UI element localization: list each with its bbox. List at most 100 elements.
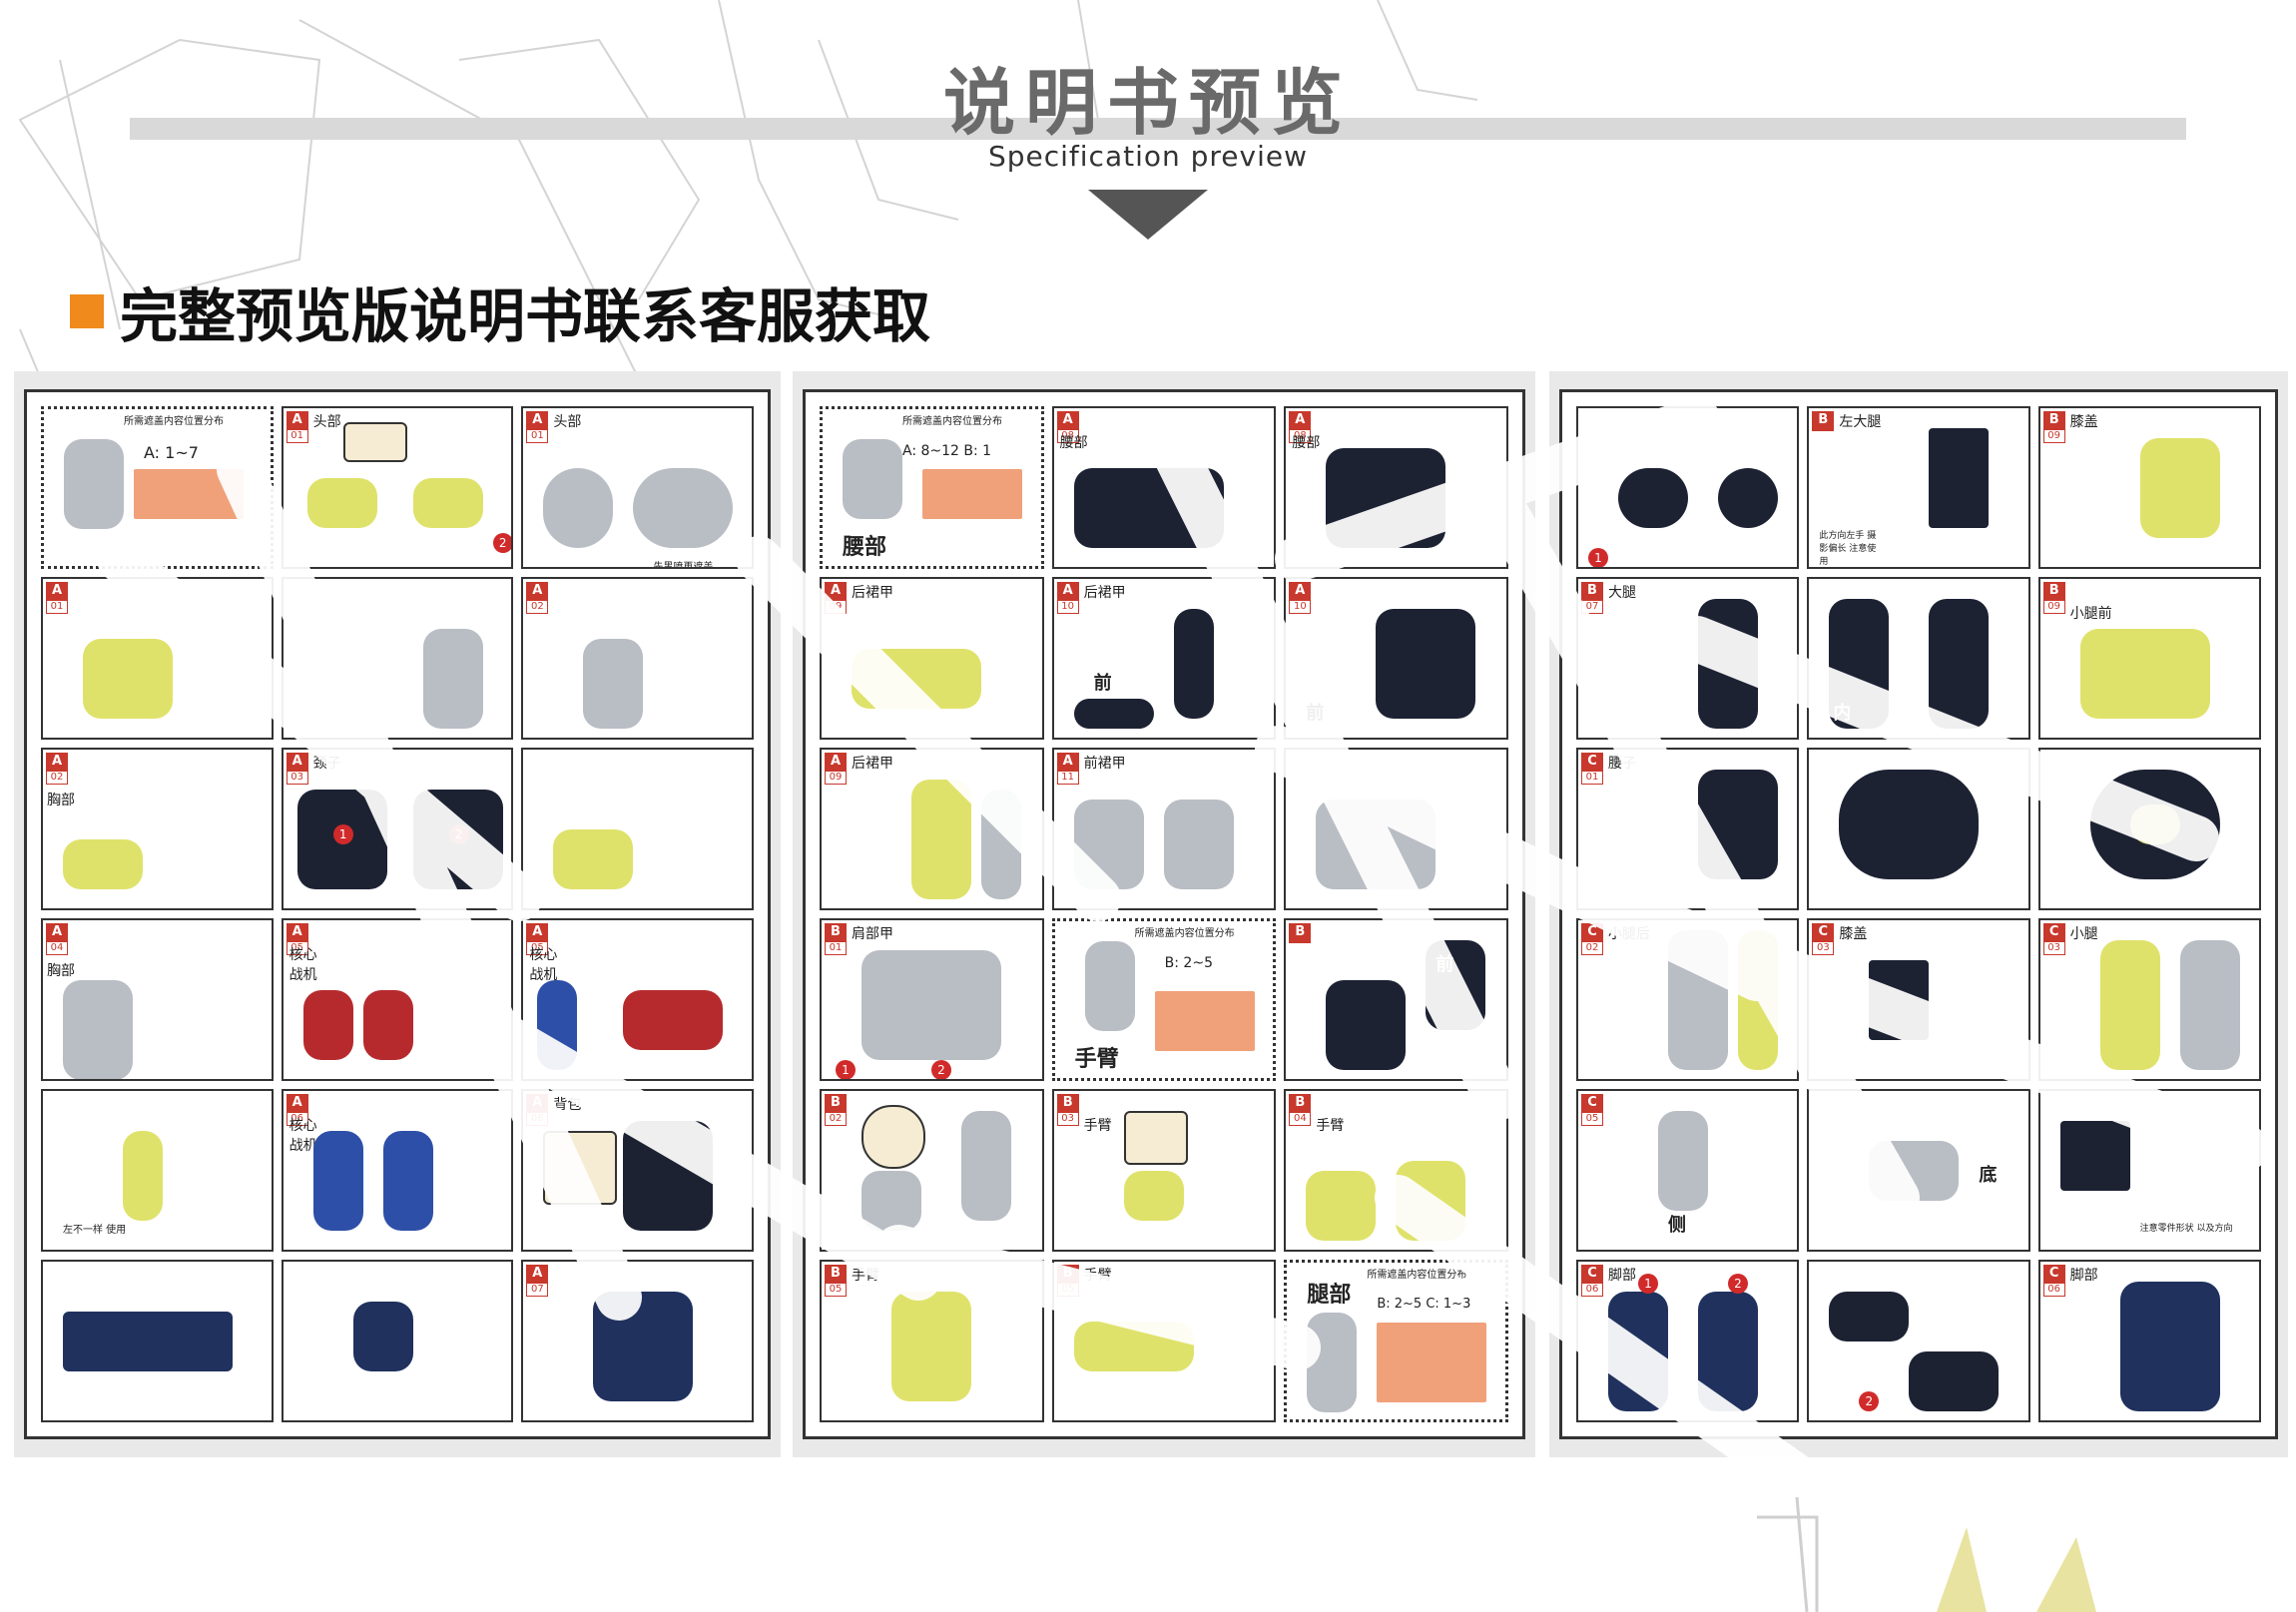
part bbox=[422, 629, 483, 729]
step-label: 所需遮盖内容位置分布 bbox=[1367, 1270, 1467, 1281]
orientation-mark: 底 bbox=[1979, 1165, 1998, 1186]
step-cell bbox=[521, 748, 754, 910]
step-cell bbox=[2037, 748, 2261, 910]
rear-skirt-part bbox=[852, 649, 981, 709]
part bbox=[1618, 468, 1688, 528]
contact-notice-text: 完整预览版说明书联系客服获取 bbox=[120, 282, 931, 350]
calf-part bbox=[1668, 930, 1728, 1070]
orange-square-icon bbox=[70, 294, 104, 328]
step-label: 小腿 bbox=[2069, 926, 2098, 942]
step-cell: 所需遮盖内容位置分布 B: 2~5 手臂 bbox=[1051, 918, 1277, 1081]
mech-figure bbox=[64, 439, 124, 529]
part bbox=[123, 1131, 163, 1221]
part bbox=[1073, 699, 1154, 729]
step-label: 手臂 bbox=[1083, 1118, 1112, 1134]
part bbox=[352, 1302, 413, 1371]
step-cell: 内 bbox=[1807, 577, 2030, 740]
front-skirt-part bbox=[1163, 800, 1234, 889]
step-label: 头部 bbox=[312, 414, 341, 430]
step-sub: A: 8~12 B: 1 bbox=[902, 443, 992, 459]
decal-sheet bbox=[861, 1105, 925, 1169]
orientation-mark: 侧 bbox=[1668, 1215, 1686, 1236]
face-part bbox=[83, 639, 173, 719]
orientation-mark: 前 bbox=[1306, 703, 1325, 724]
step-number-badge: 2 bbox=[1859, 1391, 1880, 1411]
step-tag: B bbox=[1289, 923, 1312, 943]
step-number-badge: 1 bbox=[1588, 548, 1608, 567]
mech-figure bbox=[843, 439, 902, 519]
waist-part bbox=[1073, 468, 1224, 548]
part bbox=[1326, 980, 1407, 1070]
backpack-part bbox=[623, 1121, 714, 1231]
chest-part bbox=[63, 980, 133, 1079]
part bbox=[1909, 1351, 2000, 1411]
step-label: 小腿后 bbox=[1608, 926, 1650, 942]
head-part bbox=[306, 478, 377, 528]
mech-figure bbox=[1307, 1313, 1358, 1412]
step-cell bbox=[281, 577, 514, 740]
step-cell bbox=[281, 1260, 514, 1422]
mask-layout-chart bbox=[1377, 1323, 1487, 1402]
step-label: 前裙甲 bbox=[1083, 756, 1126, 772]
arm-part bbox=[1396, 1161, 1466, 1241]
step-label: 后裙甲 bbox=[852, 756, 893, 772]
step-cell: 所需遮盖内容位置分布 A: 8~12 B: 1 腰部 bbox=[820, 406, 1044, 569]
mask-layout-chart bbox=[134, 469, 244, 519]
step-cell: 所需遮盖内容位置分布 B: 2~5 C: 1~3 腿部 bbox=[1284, 1260, 1508, 1422]
down-arrow-icon bbox=[1088, 190, 1208, 240]
step-number-badge: 2 bbox=[492, 533, 512, 553]
step-label: 膝盖 bbox=[2069, 414, 2098, 430]
arm-part bbox=[1123, 1171, 1184, 1221]
step-label: 手臂 bbox=[1083, 1268, 1112, 1284]
step-label: 肩部甲 bbox=[852, 926, 893, 942]
step-number-badge: 2 bbox=[1728, 1274, 1748, 1294]
mech-figure bbox=[1084, 941, 1135, 1031]
part bbox=[1658, 1111, 1708, 1211]
part bbox=[961, 1111, 1011, 1221]
helmet-part bbox=[543, 468, 614, 548]
step-note: 注意零件形状 以及方向 bbox=[2139, 1224, 2233, 1234]
step-label: 颈子 bbox=[312, 756, 341, 772]
step-label: 手臂 bbox=[1316, 1118, 1345, 1134]
step-big-label: 腿部 bbox=[1307, 1283, 1352, 1308]
step-number-badge: 2 bbox=[931, 1060, 951, 1079]
step-label: 腰部 bbox=[1292, 435, 1321, 451]
step-sub: B: 2~5 C: 1~3 bbox=[1377, 1297, 1471, 1312]
step-note: 此方向左手 摄影偏长 注意使用 bbox=[1819, 531, 1877, 567]
step-cell bbox=[1284, 748, 1508, 910]
